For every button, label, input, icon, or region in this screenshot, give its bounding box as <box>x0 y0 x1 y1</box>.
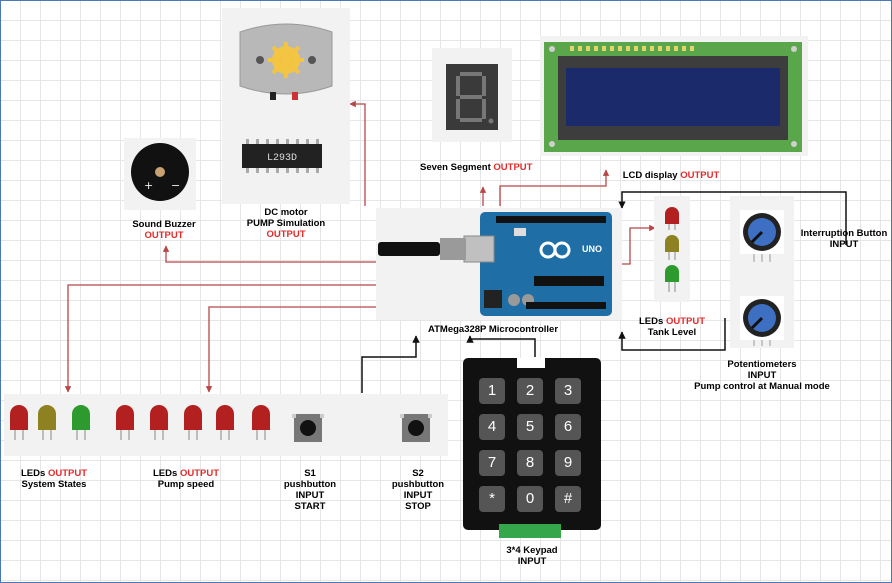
dc-motor-panel: L293D <box>222 8 350 204</box>
dc-motor-illustration: L293D <box>239 23 333 173</box>
tank-leds-label: LEDs OUTPUT Tank Level <box>639 316 705 338</box>
wire-to-motor <box>349 100 366 206</box>
keypad-key-8[interactable]: 8 <box>517 450 543 476</box>
mcu-panel: UNO <box>376 208 622 320</box>
tank-leds-panel <box>654 196 690 302</box>
keypad-key-hash[interactable]: # <box>555 486 581 512</box>
keypad-key-7[interactable]: 7 <box>479 450 505 476</box>
keypad-key-9[interactable]: 9 <box>555 450 581 476</box>
wire-from-interrupt <box>618 191 847 245</box>
seven-segment-label: Seven Segment OUTPUT <box>420 162 533 173</box>
bottom-row-components <box>10 405 432 442</box>
wire-to-tank-leds <box>622 224 656 265</box>
keypad-connector <box>499 524 561 538</box>
wire-from-keypad <box>469 337 536 357</box>
buzzer-panel: + − <box>124 138 196 210</box>
wire-to-state-leds <box>64 284 378 393</box>
wire-to-speed-leds <box>205 306 378 393</box>
buzzer-label: Sound Buzzer OUTPUT <box>132 219 196 241</box>
svg-text:+: + <box>144 179 153 192</box>
uno-logo-text: UNO <box>582 244 602 254</box>
keypad-notch <box>517 358 545 368</box>
wire-from-s1 <box>361 335 420 393</box>
state-leds-label: LEDs OUTPUT System States <box>21 468 87 490</box>
keypad-key-star[interactable]: * <box>479 486 505 512</box>
lcd-panel <box>540 36 808 156</box>
keypad-key-4[interactable]: 4 <box>479 414 505 440</box>
inputs-outputs-row-panel <box>4 394 448 456</box>
svg-text:−: − <box>171 179 180 192</box>
seven-segment-display <box>446 64 498 130</box>
mcu-label: ATMega328P Microcontroller <box>427 324 559 335</box>
keypad-grid: 1 2 3 4 5 6 7 8 9 * 0 # <box>479 378 581 512</box>
potentiometer-knobs <box>740 210 784 346</box>
s1-label: S1 pushbutton INPUT START <box>283 468 337 512</box>
s2-pushbutton-icon <box>400 414 432 442</box>
lcd-display <box>544 42 802 152</box>
interrupt-button-label: Interruption Button INPUT <box>800 228 888 250</box>
keypad-key-5[interactable]: 5 <box>517 414 543 440</box>
potentiometers-panel <box>730 196 794 348</box>
keypad-key-3[interactable]: 3 <box>555 378 581 404</box>
speed-leds-label: LEDs OUTPUT Pump speed <box>153 468 219 490</box>
keypad: 1 2 3 4 5 6 7 8 9 * 0 # <box>463 358 601 538</box>
tank-leds-icons <box>665 207 679 292</box>
wire-from-potentiometers <box>618 318 726 351</box>
wire-to-buzzer <box>162 245 378 263</box>
wire-to-lcd <box>499 169 610 206</box>
l293d-chip-label: L293D <box>267 153 297 164</box>
keypad-key-1[interactable]: 1 <box>479 378 505 404</box>
dc-motor-label: DC motor PUMP Simulation OUTPUT <box>246 207 326 240</box>
s2-label: S2 pushbutton INPUT STOP <box>391 468 445 512</box>
speed-leds-icons <box>116 405 270 430</box>
lcd-label: LCD display OUTPUT <box>622 170 720 181</box>
keypad-key-6[interactable]: 6 <box>555 414 581 440</box>
state-leds-icons <box>10 405 90 440</box>
potentiometers-label: Potentiometers INPUT Pump control at Man… <box>694 359 830 392</box>
arduino-uno-board: UNO <box>378 212 612 316</box>
buzzer-icon: + − <box>131 143 189 201</box>
keypad-key-0[interactable]: 0 <box>517 486 543 512</box>
seven-segment-panel <box>432 48 512 142</box>
keypad-label: 3*4 Keypad INPUT <box>506 545 558 567</box>
keypad-key-2[interactable]: 2 <box>517 378 543 404</box>
s1-pushbutton-icon <box>292 414 324 442</box>
